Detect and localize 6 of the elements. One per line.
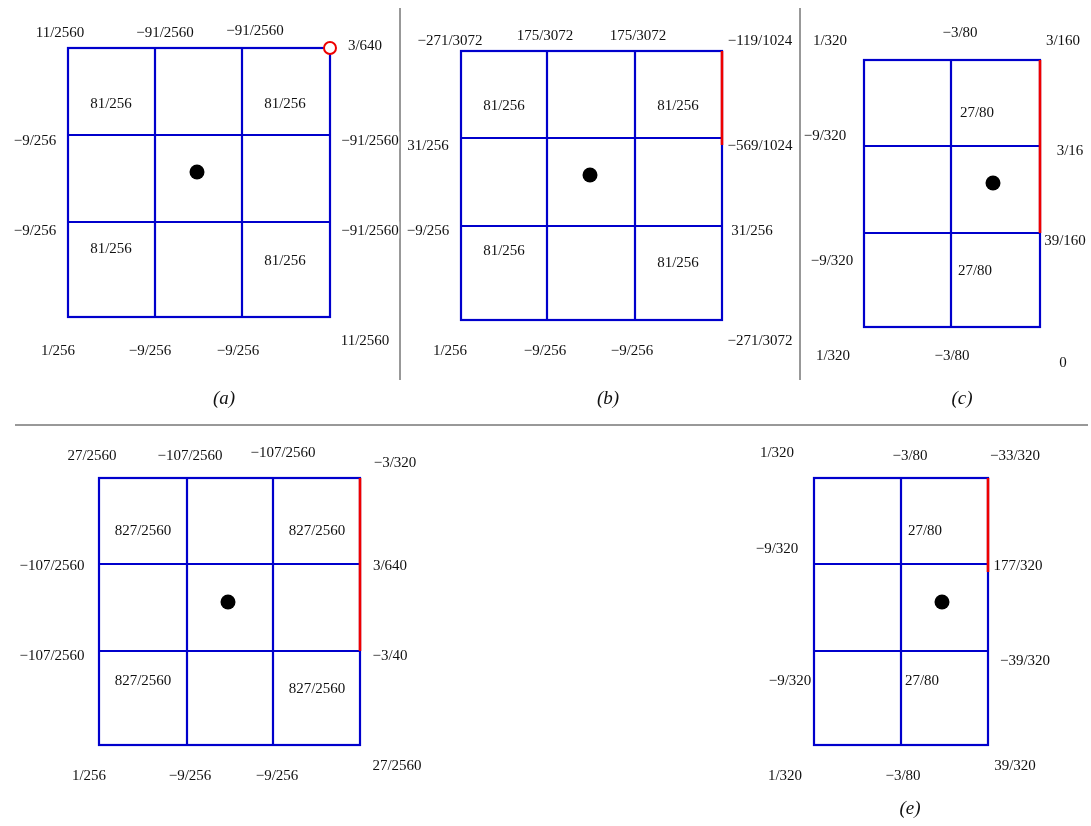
fraction-label: −91/2560 [341, 131, 399, 149]
fraction-label: −91/2560 [341, 221, 399, 239]
panel-caption: (e) [899, 797, 921, 819]
panel-caption: (a) [212, 387, 236, 409]
panel-caption: (b) [596, 387, 620, 409]
panel-caption: (c) [951, 387, 973, 409]
